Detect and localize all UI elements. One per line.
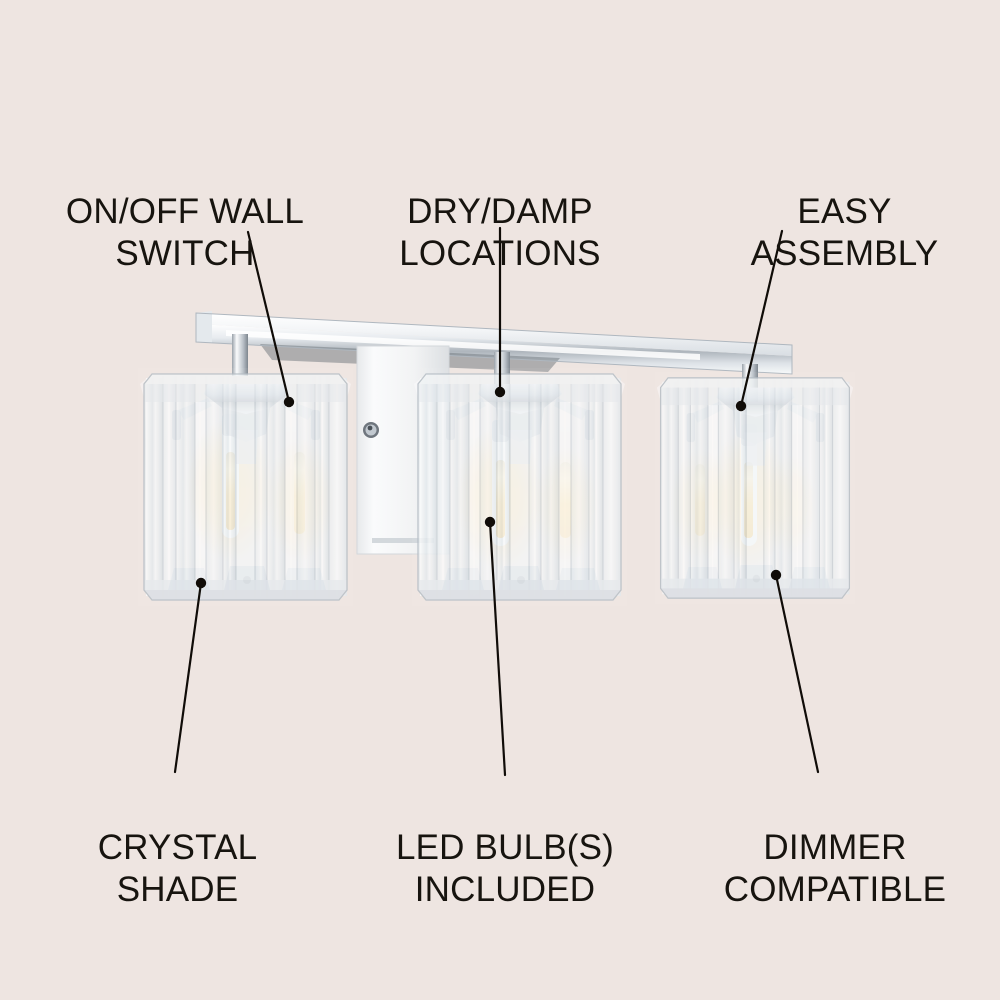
callout-line-1: ON/OFF WALL	[65, 191, 305, 231]
callout-on-off-wall-switch: ON/OFF WALL SWITCH	[40, 148, 330, 319]
callout-line-2: INCLUDED	[414, 870, 596, 910]
callout-line-1: DIMMER	[763, 827, 907, 867]
callout-line-1: CRYSTAL	[97, 827, 258, 867]
shade-left	[138, 368, 353, 606]
callout-line-2: SWITCH	[115, 234, 255, 274]
callout-dimmer-compatible: DIMMER COMPATIBLE	[705, 784, 965, 955]
shade-right	[655, 372, 855, 604]
callout-dry-damp-locations: DRY/DAMP LOCATIONS	[380, 148, 620, 319]
leader-on-off-wall-switch	[246, 230, 295, 408]
callout-led-bulbs-included: LED BULB(S) INCLUDED	[375, 784, 635, 955]
callout-line-2: SHADE	[116, 870, 239, 910]
leader-dimmer-compatible	[770, 569, 820, 774]
callout-line-1: EASY	[797, 191, 892, 231]
callout-easy-assembly: EASY ASSEMBLY	[722, 148, 967, 319]
callout-line-1: DRY/DAMP	[407, 191, 593, 231]
callout-line-2: LOCATIONS	[399, 234, 601, 274]
callout-crystal-shade: CRYSTAL SHADE	[55, 784, 300, 955]
leader-easy-assembly	[735, 229, 784, 412]
leader-crystal-shade	[173, 577, 207, 774]
leader-led-bulbs-included	[484, 516, 507, 777]
callout-line-1: LED BULB(S)	[395, 827, 615, 867]
leader-dry-damp-locations	[494, 226, 506, 398]
callout-line-2: ASSEMBLY	[750, 234, 939, 274]
shade-center	[412, 368, 627, 606]
mounting-bar	[195, 311, 793, 375]
callout-line-2: COMPATIBLE	[723, 870, 947, 910]
